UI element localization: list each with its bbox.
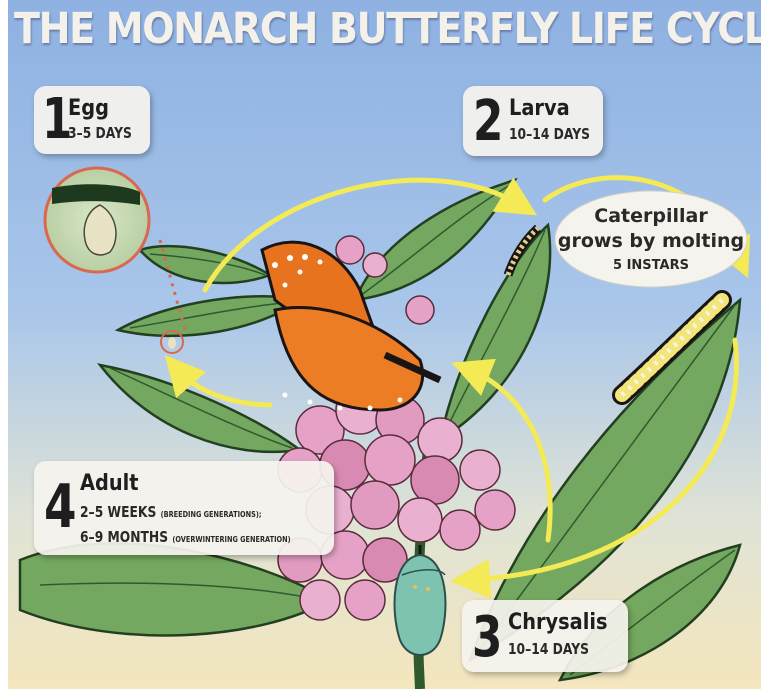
stage-duration: 10–14 DAYS bbox=[509, 127, 590, 142]
stage-name: Adult bbox=[80, 473, 139, 495]
callout-line-2: grows by molting bbox=[556, 232, 746, 251]
stage-number: 3 bbox=[472, 610, 502, 666]
stage-number: 2 bbox=[473, 94, 503, 150]
callout-molting: Caterpillar grows by molting 5 INSTARS bbox=[556, 192, 746, 286]
duration-main: 6–9 MONTHS bbox=[80, 528, 168, 546]
callout-line-3: 5 INSTARS bbox=[556, 259, 746, 272]
page-title: THE MONARCH BUTTERFLY LIFE CYCLE bbox=[14, 4, 669, 54]
stage-name: Chrysalis bbox=[508, 612, 608, 634]
duration-note: (OVERWINTERING GENERATION) bbox=[172, 535, 290, 544]
stage-duration: 10–14 DAYS bbox=[508, 642, 589, 657]
stage-duration-line-1: 2–5 WEEKS (BREEDING GENERATIONS); bbox=[80, 505, 261, 520]
stage-card-egg: 1 Egg 3–5 DAYS bbox=[34, 86, 150, 154]
stage-card-adult: 4 Adult 2–5 WEEKS (BREEDING GENERATIONS)… bbox=[34, 461, 334, 555]
stage-duration: 3–5 DAYS bbox=[68, 126, 132, 141]
duration-note: (BREEDING GENERATIONS); bbox=[161, 510, 262, 519]
duration-main: 2–5 WEEKS bbox=[80, 503, 156, 521]
stage-name: Larva bbox=[509, 98, 570, 120]
stage-card-larva: 2 Larva 10–14 DAYS bbox=[463, 86, 603, 156]
page-edge bbox=[0, 0, 8, 689]
stage-card-chrysalis: 3 Chrysalis 10–14 DAYS bbox=[462, 600, 628, 672]
stage-number: 4 bbox=[44, 477, 77, 537]
stage-duration-line-2: 6–9 MONTHS (OVERWINTERING GENERATION) bbox=[80, 530, 291, 545]
callout-line-1: Caterpillar bbox=[556, 207, 746, 226]
stage-name: Egg bbox=[68, 98, 109, 120]
